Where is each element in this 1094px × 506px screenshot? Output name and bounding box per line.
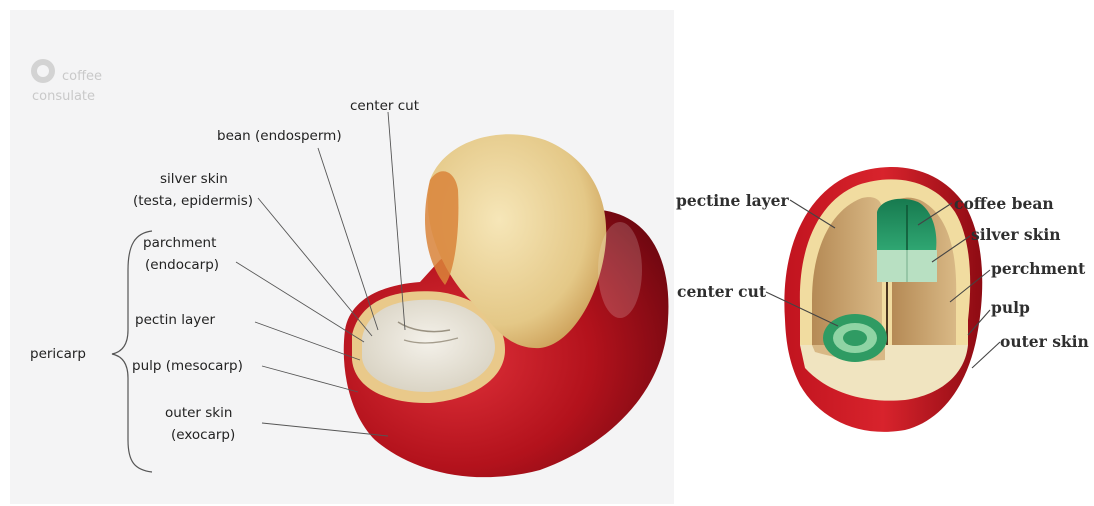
label-coffee-bean: coffee bean <box>954 194 1054 213</box>
label-silver-skin: silver skin <box>971 225 1061 244</box>
label-outer-skin: outer skin <box>165 405 232 421</box>
label-pericarp: pericarp <box>30 346 86 362</box>
right-illustration-panel: pectine layer coffee bean silver skin pe… <box>676 160 1089 440</box>
label-parchment: parchment <box>143 235 216 251</box>
label-silver-skin-detail: (testa, epidermis) <box>133 193 253 209</box>
label-outer-skin-detail: (exocarp) <box>171 427 235 443</box>
label-perchment: perchment <box>991 259 1086 278</box>
logo-line-1: coffee <box>62 69 102 84</box>
label-center-cut-right: center cut <box>677 282 767 301</box>
left-photo-panel: coffee consulate <box>10 10 674 504</box>
logo-line-2: consulate <box>32 89 95 104</box>
label-pulp-mesocarp: pulp (mesocarp) <box>132 358 243 374</box>
label-pectin-layer: pectin layer <box>135 312 216 328</box>
label-outer-skin-right: outer skin <box>1000 332 1089 351</box>
label-center-cut: center cut <box>350 98 419 114</box>
cut-face <box>362 300 495 392</box>
label-pulp-right: pulp <box>991 298 1030 317</box>
label-parchment-detail: (endocarp) <box>145 257 219 273</box>
label-silver-skin: silver skin <box>160 171 228 187</box>
label-pectine-layer: pectine layer <box>676 191 790 210</box>
label-bean-endosperm: bean (endosperm) <box>217 128 342 144</box>
